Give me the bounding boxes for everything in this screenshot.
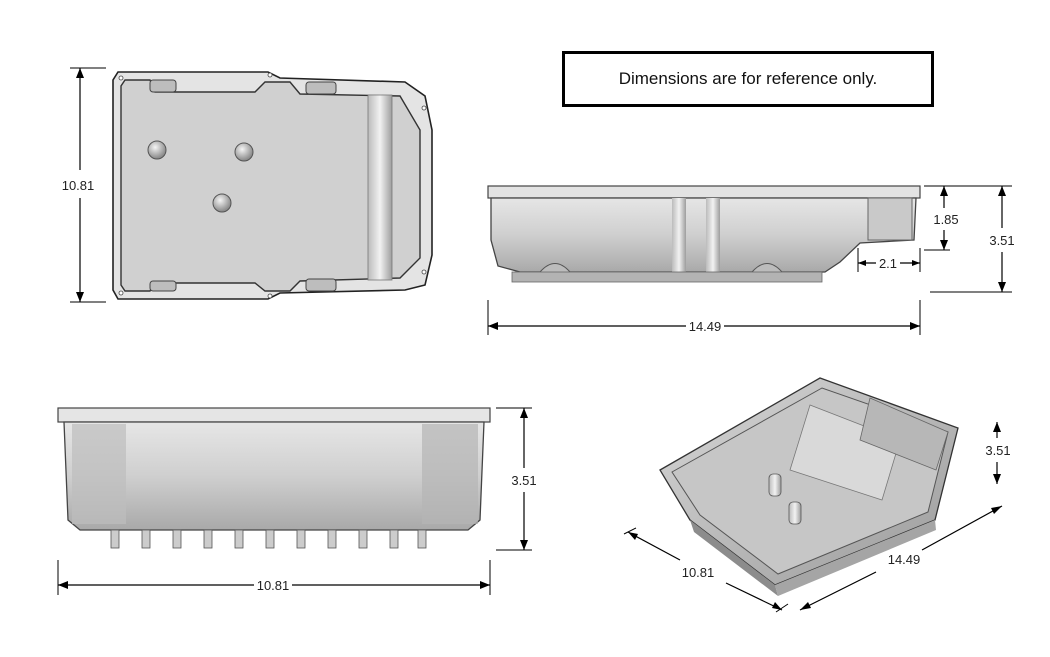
top-view: 10.81 [62,67,433,303]
iso-width-label: 10.81 [682,565,715,580]
iso-width-dimension: 10.81 [623,527,789,613]
side-view-step-width-dimension: 2.1 [857,248,921,272]
end-view-width-dimension: 10.81 [57,560,491,595]
side-view-step-height-dimension: 1.85 [924,185,959,251]
side-view-width-dimension: 14.49 [487,300,921,335]
side-view-pan-body [490,197,917,273]
end-view-height-label: 3.51 [511,473,536,488]
iso-length-label: 14.49 [888,552,921,567]
top-view-pan-body [120,79,421,292]
top-view-height-label: 10.81 [62,178,95,193]
side-view-width-label: 14.49 [689,319,722,334]
side-view-step-width-label: 2.1 [879,256,897,271]
end-view: 10.81 3.51 [57,407,537,595]
side-view: 14.49 3.51 1.85 [487,185,1015,335]
side-view-height-dimension: 3.51 [930,185,1015,293]
side-view-height-label: 3.51 [989,233,1014,248]
top-view-boss [147,140,167,160]
end-view-width-label: 10.81 [257,578,290,593]
isometric-view: 10.81 14.49 3.51 [623,377,1011,613]
top-view-boss [234,142,254,162]
top-view-height-dimension: 10.81 [62,67,106,303]
reference-notice-box: Dimensions are for reference only. [562,51,934,107]
side-view-step-height-label: 1.85 [933,212,958,227]
iso-height-dimension: 3.51 [985,422,1011,484]
iso-height-label: 3.51 [985,443,1010,458]
iso-length-dimension: 14.49 [799,505,1003,611]
top-view-boss [212,193,232,213]
end-view-height-dimension: 3.51 [496,407,537,551]
end-view-pan-body [63,421,485,531]
end-view-ribs [110,529,427,549]
reference-notice-text: Dimensions are for reference only. [618,69,878,88]
top-view-rib [367,94,393,281]
